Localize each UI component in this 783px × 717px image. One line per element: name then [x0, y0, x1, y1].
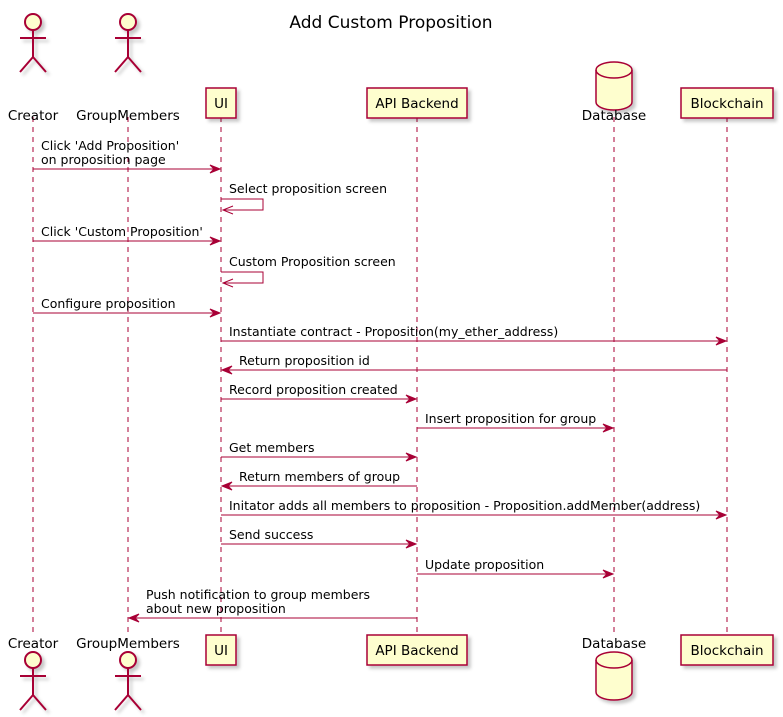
diagram-title: Add Custom Proposition [289, 13, 492, 33]
participant-label-ui: UI [214, 643, 228, 659]
database-cylinder [595, 61, 633, 111]
message-9: Insert proposition for group [417, 411, 615, 433]
arrow-head [221, 278, 234, 288]
actor-head [119, 13, 137, 31]
participant-box-ui-bottom [205, 634, 237, 666]
message-label: Get members [229, 440, 315, 455]
participant-label-ui: UI [214, 96, 228, 112]
actor-groupmembers-bottom [114, 651, 142, 711]
lifelines [32, 117, 728, 636]
actor-head [24, 13, 42, 31]
participant-box-api-bottom [366, 634, 468, 666]
participant-label-groupmembers: GroupMembers [76, 636, 180, 652]
message-12: Initator adds all members to proposition… [221, 498, 728, 520]
message-15: Push notification to group membersabout … [127, 587, 417, 623]
arrow-head [602, 569, 615, 579]
actor-body [114, 30, 142, 73]
arrow-head [405, 394, 418, 404]
message-line [221, 198, 264, 211]
database-rim [595, 659, 633, 669]
arrow-head [220, 365, 233, 375]
arrow-head [405, 539, 418, 549]
message-14: Update proposition [417, 557, 615, 579]
actor-head [24, 651, 42, 669]
actor-head [119, 651, 137, 669]
message-7: Return proposition id [220, 353, 727, 375]
arrow-head [221, 205, 234, 215]
message-11: Return members of group [220, 469, 417, 491]
participant-label-creator: Creator [8, 108, 59, 124]
arrow-head [715, 336, 728, 346]
message-label: Insert proposition for group [425, 411, 596, 426]
participant-label-blockchain: Blockchain [690, 96, 763, 112]
message-13: Send success [221, 527, 418, 549]
database-rim [595, 69, 633, 79]
actor-groupmembers-top [114, 13, 142, 73]
message-label: on proposition page [41, 152, 166, 167]
arrow-head [209, 164, 222, 174]
message-label: Instantiate contract - Proposition(my_et… [229, 324, 558, 339]
participant-label-api: API Backend [375, 643, 458, 659]
message-label: Click 'Custom Proposition' [41, 224, 203, 239]
arrow-head [405, 452, 418, 462]
participant-label-creator: Creator [8, 636, 59, 652]
message-label: Select proposition screen [229, 181, 387, 196]
participant-box-ui-top [205, 87, 237, 119]
message-label: Configure proposition [41, 296, 176, 311]
actor-body [114, 668, 142, 711]
message-label: Click 'Add Proposition' [41, 138, 179, 153]
message-10: Get members [221, 440, 418, 462]
message-1: Click 'Add Proposition'on proposition pa… [33, 138, 222, 174]
message-label: Return proposition id [239, 353, 370, 368]
participant-label-api: API Backend [375, 96, 458, 112]
arrow-head [127, 613, 140, 623]
message-5: Configure proposition [33, 296, 222, 318]
arrow-head [715, 510, 728, 520]
message-2: Select proposition screen [221, 181, 387, 215]
message-label: Update proposition [425, 557, 544, 572]
message-3: Click 'Custom Proposition' [33, 224, 222, 246]
database-cylinder [595, 651, 633, 701]
participant-label-groupmembers: GroupMembers [76, 108, 180, 124]
message-label: Send success [229, 527, 313, 542]
arrow-head [209, 236, 222, 246]
message-8: Record proposition created [221, 382, 418, 404]
message-label: Initator adds all members to proposition… [229, 498, 700, 513]
message-label: Push notification to group members [146, 587, 370, 602]
participant-box-blockchain-top [680, 87, 774, 119]
participant-label-database: Database [582, 636, 646, 652]
database-bottom [595, 651, 633, 701]
message-label: Custom Proposition screen [229, 254, 396, 269]
message-4: Custom Proposition screen [221, 254, 396, 288]
message-label: Return members of group [239, 469, 400, 484]
arrow-head [209, 308, 222, 318]
database-top [595, 61, 633, 111]
actor-body [19, 30, 47, 73]
participant-label-database: Database [582, 108, 646, 124]
participant-label-blockchain: Blockchain [690, 643, 763, 659]
participant-box-blockchain-bottom [680, 634, 774, 666]
arrow-head [220, 481, 233, 491]
participants: CreatorCreatorGroupMembersGroupMembersUI… [8, 13, 774, 711]
actor-body [19, 668, 47, 711]
arrow-head [602, 423, 615, 433]
messages: Click 'Add Proposition'on proposition pa… [33, 138, 728, 623]
actor-creator-bottom [19, 651, 47, 711]
message-line [221, 271, 264, 284]
actor-creator-top [19, 13, 47, 73]
message-6: Instantiate contract - Proposition(my_et… [221, 324, 728, 346]
message-label: about new proposition [146, 601, 286, 616]
participant-box-api-top [366, 87, 468, 119]
message-label: Record proposition created [229, 382, 398, 397]
